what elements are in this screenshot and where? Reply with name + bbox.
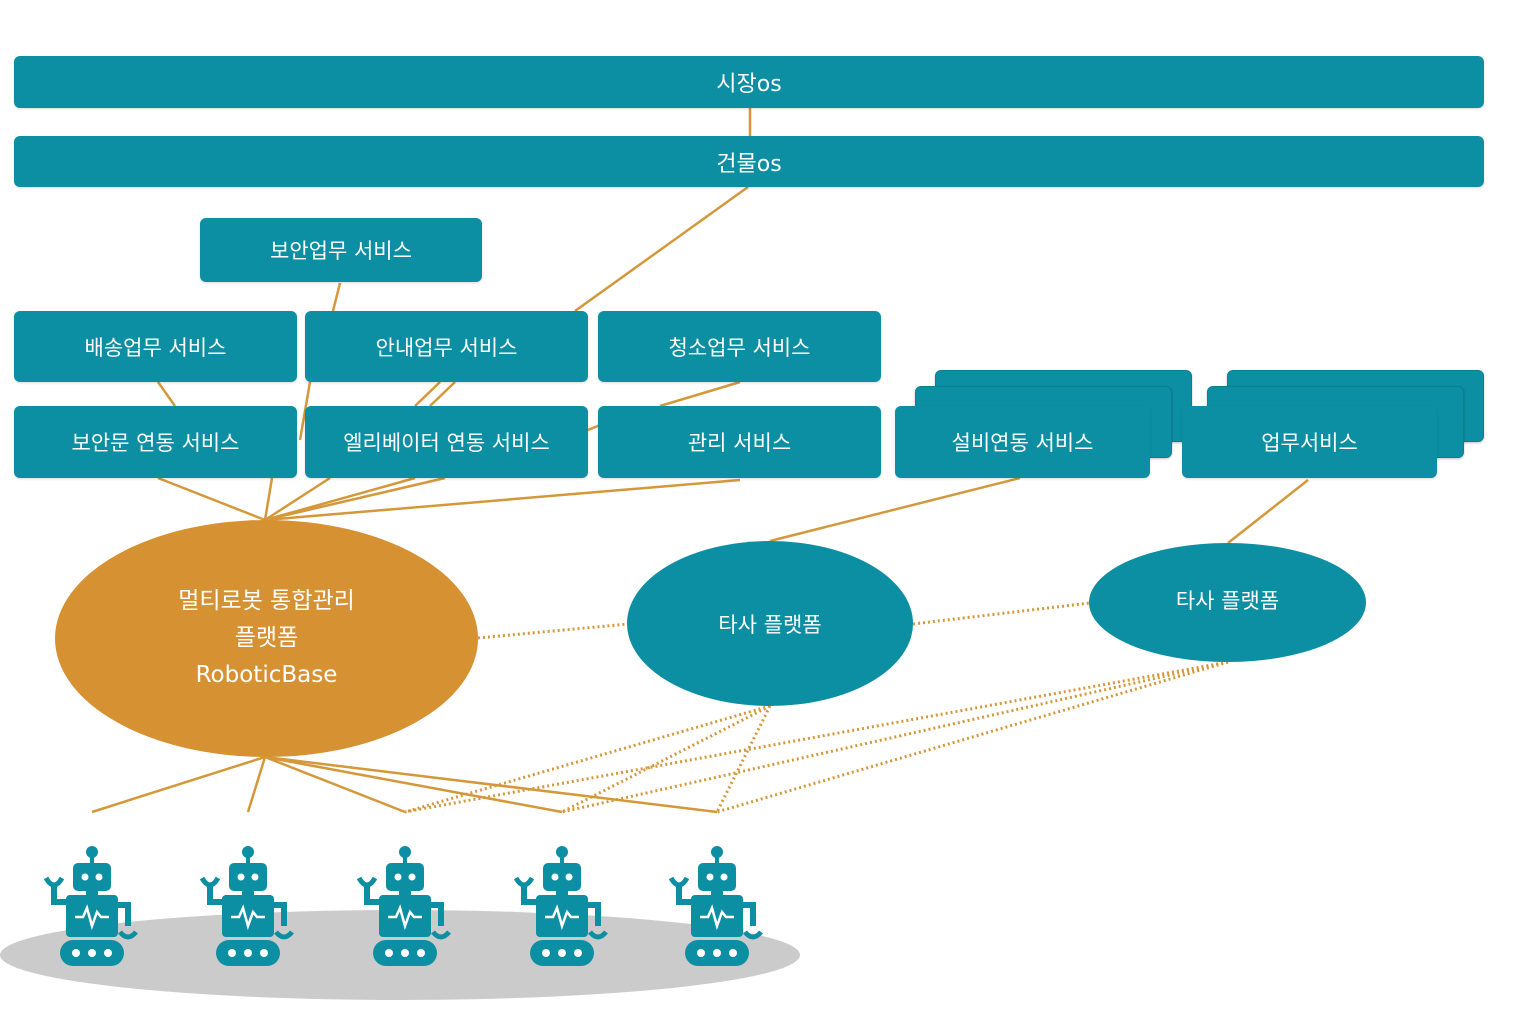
- cleaning-work-label: 청소업무 서비스: [668, 335, 811, 360]
- robot-icon: [199, 846, 294, 966]
- other-platform-1: 타사 플랫폼: [627, 541, 913, 706]
- dotted-other1-robot5: [715, 705, 772, 813]
- connector-security-guide: [331, 282, 342, 312]
- connector-work-other2: [1227, 479, 1309, 544]
- building-os-label: 건물os: [716, 151, 782, 177]
- other-platform-2-label: 타사 플랫폼: [1175, 588, 1280, 613]
- solid-connectors: [91, 108, 1309, 814]
- dotted-main-other1: [477, 622, 629, 640]
- main-platform-line3: RoboticBase: [195, 662, 338, 688]
- security-work-service: 보안업무 서비스: [200, 218, 482, 282]
- connector-door-main-2: [263, 477, 274, 521]
- main-platform-line1: 멀티로봇 통합관리: [178, 588, 355, 614]
- connector-guide-elevator-2: [414, 381, 441, 407]
- management-label: 관리 서비스: [687, 431, 792, 455]
- dotted-other2-robot4: [561, 660, 1229, 814]
- dotted-other1-robot3: [404, 704, 771, 814]
- work-label: 업무서비스: [1261, 431, 1358, 455]
- facility-service: 설비연동 서비스: [895, 406, 1150, 478]
- facility-label: 설비연동 서비스: [951, 431, 1094, 455]
- dotted-other1-robot4: [561, 704, 771, 814]
- connector-delivery-door: [156, 381, 177, 407]
- connector-main-robot2: [246, 756, 267, 813]
- other-platform-1-label: 타사 플랫폼: [718, 612, 822, 637]
- security-door-label: 보안문 연동 서비스: [71, 431, 240, 455]
- connector-main-robot4: [264, 755, 563, 814]
- guide-work-service: 안내업무 서비스: [305, 311, 588, 382]
- elevator-label: 엘리베이터 연동 서비스: [343, 431, 550, 455]
- security-door-service: 보안문 연동 서비스: [14, 406, 297, 478]
- connector-building-guide: [574, 185, 749, 313]
- robotic-base-platform: 멀티로봇 통합관리 플랫폼 RoboticBase: [55, 520, 478, 757]
- robot-icon: [668, 846, 763, 966]
- work-service: 업무서비스: [1182, 406, 1437, 478]
- connector-main-robot1: [91, 755, 266, 814]
- market-os-label: 시장os: [716, 72, 782, 97]
- security-work-label: 보안업무 서비스: [270, 239, 412, 263]
- connector-main-robot5: [264, 755, 718, 814]
- connector-door-main: [157, 476, 266, 522]
- guide-work-label: 안내업무 서비스: [375, 335, 518, 360]
- cleaning-work-service: 청소업무 서비스: [598, 311, 881, 382]
- dotted-connectors: [404, 601, 1229, 814]
- connector-guide-elevator-3: [429, 381, 456, 407]
- elevator-service: 엘리베이터 연동 서비스: [305, 406, 588, 478]
- connector-elevator-main-1: [264, 476, 331, 522]
- market-os-bar: 시장os: [14, 56, 1484, 108]
- robot-icon: [43, 846, 138, 966]
- connector-facility-other1: [769, 476, 1021, 543]
- connector-mgmt-main: [264, 478, 741, 522]
- connector-main-robot3: [264, 755, 406, 814]
- other-platform-2: 타사 플랫폼: [1089, 543, 1366, 662]
- main-platform-line2: 플랫폼: [234, 625, 299, 651]
- connector-clean-mgmt: [659, 380, 741, 408]
- robot-group: [43, 846, 763, 966]
- dotted-other1-other2: [912, 601, 1091, 626]
- delivery-work-label: 배송업무 서비스: [84, 335, 227, 360]
- dotted-other2-robot5: [716, 660, 1229, 814]
- delivery-work-service: 배송업무 서비스: [14, 311, 297, 382]
- robot-icon: [356, 846, 451, 966]
- building-os-bar: 건물os: [14, 136, 1484, 187]
- robot-icon: [513, 846, 608, 966]
- management-service: 관리 서비스: [598, 406, 881, 478]
- connector-elevator-main-3: [264, 476, 446, 522]
